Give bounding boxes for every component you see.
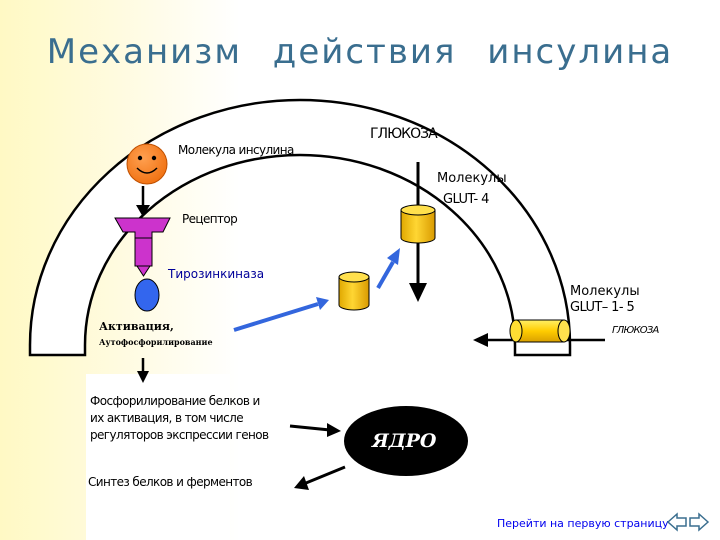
phosphorylation-line3: регуляторов экспрессии генов xyxy=(90,428,269,442)
glucose-right-label: ГЛЮКОЗА xyxy=(612,325,659,336)
activation-label: Активация, xyxy=(99,320,174,333)
phosphorylation-line2: их активация, в том числе xyxy=(90,411,244,425)
activation-to-vesicle-arrow xyxy=(233,297,329,332)
arrow-left-icon[interactable] xyxy=(666,512,688,532)
white-background-panel xyxy=(86,374,230,540)
glut15-label-line1: Молекулы xyxy=(570,284,640,299)
arrow-right-icon[interactable] xyxy=(688,512,710,532)
phosphorylation-to-nucleus-arrow xyxy=(289,423,341,437)
cell-membrane xyxy=(28,98,572,357)
first-page-link[interactable]: Перейти на первую страницу xyxy=(497,517,669,530)
glut4-transporter-icon xyxy=(400,204,436,244)
nucleus-label: ЯДРО xyxy=(372,430,437,452)
insulin-molecule-icon xyxy=(126,143,168,185)
insulin-to-receptor-arrow xyxy=(136,186,150,217)
nucleus xyxy=(344,406,468,476)
receptor-label: Рецептор xyxy=(182,212,238,226)
glut15-transporter-icon xyxy=(509,319,571,343)
glut4-label-line2: GLUT- 4 xyxy=(443,192,489,207)
glut15-label-line2: GLUT– 1- 5 xyxy=(570,300,635,315)
autophosphorylation-label: Аутофосфорилирование xyxy=(99,337,213,347)
tyrosine-kinase-icon xyxy=(134,278,160,312)
glut-vesicle-icon xyxy=(338,271,370,311)
nucleus-to-synthesis-arrow xyxy=(294,465,346,490)
insulin-molecule-label: Молекула инсулина xyxy=(178,143,294,157)
vesicle-to-glut4-arrow xyxy=(376,248,400,289)
slide-title: Механизм действия инсулина xyxy=(46,32,674,72)
glucose-top-label: ГЛЮКОЗА xyxy=(370,126,438,142)
phosphorylation-line1: Фосфорилирование белков и xyxy=(90,394,260,408)
activation-to-phosphorylation-arrow xyxy=(137,358,149,383)
synthesis-label: Синтез белков и ферментов xyxy=(88,475,253,489)
tyrosine-kinase-label: Тирозинкиназа xyxy=(168,267,265,281)
glut4-label-line1: Молекулы xyxy=(437,171,507,186)
receptor-icon xyxy=(114,217,171,277)
